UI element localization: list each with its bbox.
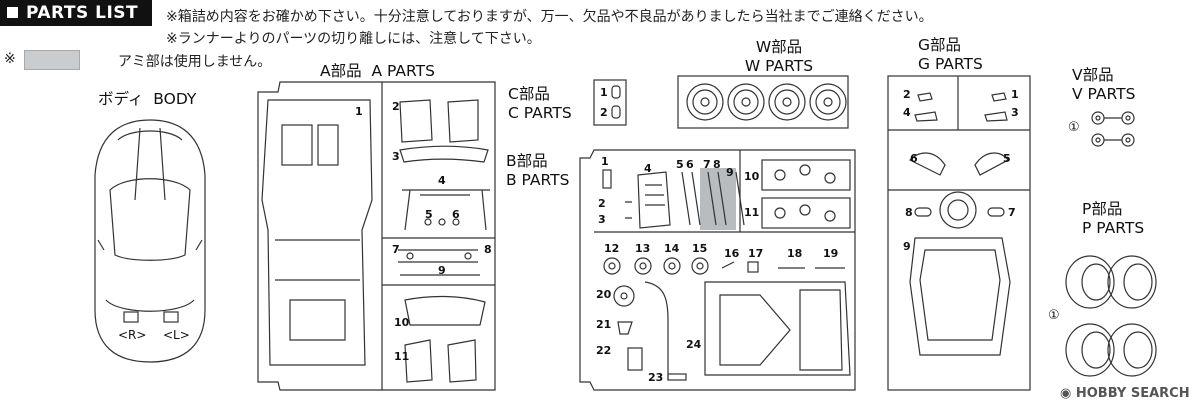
runner-v-en: V PARTS xyxy=(1072,85,1136,103)
b-part-number: 2 xyxy=(598,197,606,210)
notice-line-2: ※ランナーよりのパーツの切り離しには、注意して下さい。 xyxy=(166,31,541,47)
a-part-number: 1 xyxy=(355,105,363,118)
b-part-number: 22 xyxy=(596,344,612,357)
legend-text: アミ部は使用しません。 xyxy=(118,54,272,70)
b-part-number: 11 xyxy=(744,206,760,219)
runner-a-en: A PARTS xyxy=(371,62,435,80)
g-part-number: 9 xyxy=(903,240,911,253)
runner-g-jp: G部品 xyxy=(918,36,962,54)
b-part-number: 24 xyxy=(686,338,702,351)
runner-a-drawing xyxy=(257,81,496,391)
runner-b-en: B PARTS xyxy=(506,171,570,189)
g-part-number: 7 xyxy=(1008,206,1016,219)
runner-a-jp: A部品 xyxy=(320,62,362,80)
runner-w-en: W PARTS xyxy=(744,57,814,75)
b-part-number: 1 xyxy=(601,155,609,168)
runner-g-drawing xyxy=(887,75,1031,391)
watermark: ◉ HOBBY SEARCH xyxy=(1060,386,1190,401)
legend-mark: ※ xyxy=(4,51,16,67)
b-part-number: 4 xyxy=(644,162,652,175)
b-part-number: 12 xyxy=(604,242,620,255)
runner-p-label: P部品 P PARTS xyxy=(1082,200,1144,238)
a-part-number: 10 xyxy=(394,316,410,329)
a-part-number: 6 xyxy=(452,208,460,221)
c-part-number: 2 xyxy=(600,106,608,119)
runner-v-label: V部品 V PARTS xyxy=(1072,66,1135,104)
runner-p-en: P PARTS xyxy=(1082,219,1145,237)
wheel-group xyxy=(686,83,847,121)
g-part-number: 3 xyxy=(1011,106,1019,119)
runner-w-drawing xyxy=(677,75,849,129)
runner-p-jp: P部品 xyxy=(1082,200,1123,218)
b-part-number: 18 xyxy=(787,247,803,260)
b-part-number: 21 xyxy=(596,318,612,331)
a-part-number: 3 xyxy=(392,150,400,163)
b-part-number: 5 xyxy=(676,158,684,171)
body-left-mark: <L> xyxy=(163,328,190,342)
b-part-number: 23 xyxy=(648,371,664,384)
mesh-swatch xyxy=(24,50,80,70)
body-right-mark: <R> xyxy=(118,328,147,342)
a-part-number: 4 xyxy=(438,174,446,187)
parts-list-title: PARTS LIST xyxy=(26,3,139,23)
c-part-number: 1 xyxy=(600,86,608,99)
parts-list-header: PARTS LIST xyxy=(0,0,152,26)
runner-v-jp: V部品 xyxy=(1072,66,1114,84)
mesh-highlight xyxy=(700,168,736,230)
b-part-number: 17 xyxy=(748,247,764,260)
runner-w-jp: W部品 xyxy=(755,38,803,56)
a-part-number: 2 xyxy=(392,100,400,113)
square-bullet-icon xyxy=(7,7,18,18)
runner-w-label: W部品 W PARTS xyxy=(724,38,834,76)
body-label-jp: ボディ xyxy=(98,90,144,108)
notice-line-1: ※箱詰め内容をお確かめ下さい。十分注意しておりますが、万一、欠品や不良品がありま… xyxy=(166,9,933,25)
b-part-number: 9 xyxy=(726,166,734,179)
a-part-number: 9 xyxy=(438,264,446,277)
p-part-number: ① xyxy=(1048,308,1060,323)
runner-c-label: C部品 C PARTS xyxy=(508,85,572,123)
runner-c-en: C PARTS xyxy=(508,104,572,122)
runner-b-label: B部品 B PARTS xyxy=(506,152,569,190)
v-part-number: ① xyxy=(1068,120,1080,135)
runner-v-drawing xyxy=(1091,111,1135,147)
body-label-en: BODY xyxy=(153,90,197,108)
runner-c-drawing xyxy=(593,79,627,126)
body-shell-drawing xyxy=(94,119,206,363)
runner-p-drawing xyxy=(1065,255,1157,377)
g-part-number: 8 xyxy=(905,206,913,219)
runner-c-jp: C部品 xyxy=(508,85,550,103)
b-part-number: 14 xyxy=(664,242,680,255)
runner-b-jp: B部品 xyxy=(506,152,548,170)
b-part-number: 19 xyxy=(823,247,839,260)
a-part-number: 7 xyxy=(392,243,400,256)
runner-g-label: G部品 G PARTS xyxy=(918,36,983,74)
runner-g-en: G PARTS xyxy=(918,55,983,73)
runner-a-label: A部品 A PARTS xyxy=(320,62,435,81)
g-part-number: 1 xyxy=(1011,88,1019,101)
g-part-number: 4 xyxy=(903,106,911,119)
a-part-number: 11 xyxy=(394,350,410,363)
g-part-number: 6 xyxy=(910,152,918,165)
b-part-number: 13 xyxy=(635,242,651,255)
a-part-number: 8 xyxy=(484,243,492,256)
b-part-number: 6 xyxy=(686,158,694,171)
b-part-number: 16 xyxy=(724,247,740,260)
runner-b-drawing xyxy=(579,149,856,391)
b-part-number: 8 xyxy=(713,158,721,171)
a-part-number: 5 xyxy=(425,208,433,221)
hobbysearch-logo-icon: ◉ xyxy=(1060,386,1072,401)
watermark-text: HOBBY SEARCH xyxy=(1075,386,1190,401)
g-part-number: 2 xyxy=(903,88,911,101)
b-part-number: 20 xyxy=(596,288,612,301)
g-part-number: 5 xyxy=(1003,152,1011,165)
body-label: ボディ BODY xyxy=(98,90,196,109)
b-part-number: 10 xyxy=(744,170,760,183)
b-part-number: 15 xyxy=(692,242,708,255)
b-part-number: 3 xyxy=(598,213,606,226)
b-part-number: 7 xyxy=(703,158,711,171)
